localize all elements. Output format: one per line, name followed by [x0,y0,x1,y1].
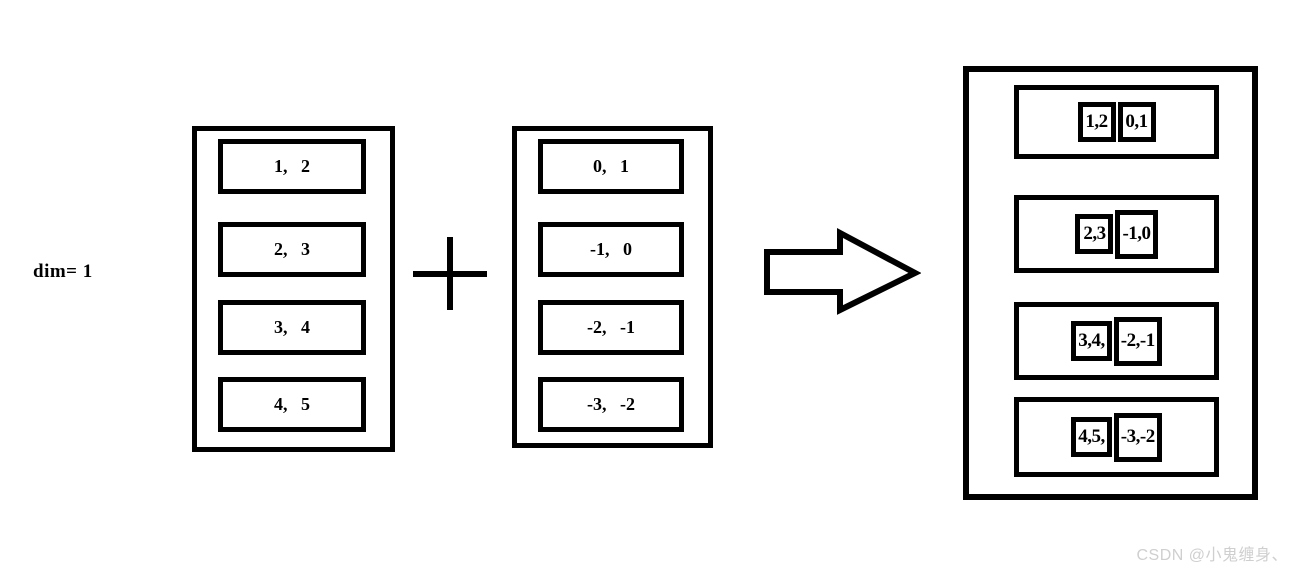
right-tensor-row: -2, -1 [538,300,684,355]
arrow-right-icon [757,226,922,322]
dim-label: dim= 1 [33,261,93,282]
left-tensor-row: 4, 5 [218,377,366,432]
result-cell-right: -3,-2 [1113,412,1162,462]
result-cell-right: -2,-1 [1113,316,1162,366]
result-row: 1,2 0,1 [1014,85,1219,159]
result-tensor: 1,2 0,1 2,3 -1,0 3,4, -2,-1 4,5, -3,-2 [963,66,1258,500]
result-row: 4,5, -3,-2 [1014,397,1219,477]
right-tensor-row: 0, 1 [538,139,684,194]
left-tensor: 1, 2 2, 3 3, 4 4, 5 [192,126,395,452]
result-cell-left: 2,3 [1075,214,1114,254]
result-row: 3,4, -2,-1 [1014,302,1219,380]
result-cell-left: 3,4, [1071,321,1112,361]
result-cell-right: 0,1 [1117,102,1156,142]
left-tensor-row: 2, 3 [218,222,366,277]
left-tensor-row: 3, 4 [218,300,366,355]
result-row: 2,3 -1,0 [1014,195,1219,273]
result-cell-right: -1,0 [1115,209,1158,259]
result-cell-left: 4,5, [1071,417,1112,457]
watermark: CSDN @小鬼缠身、 [1136,547,1288,564]
left-tensor-row: 1, 2 [218,139,366,194]
right-tensor: 0, 1 -1, 0 -2, -1 -3, -2 [512,126,713,448]
result-cell-left: 1,2 [1077,102,1116,142]
plus-icon [410,233,490,313]
right-tensor-row: -3, -2 [538,377,684,432]
right-tensor-row: -1, 0 [538,222,684,277]
